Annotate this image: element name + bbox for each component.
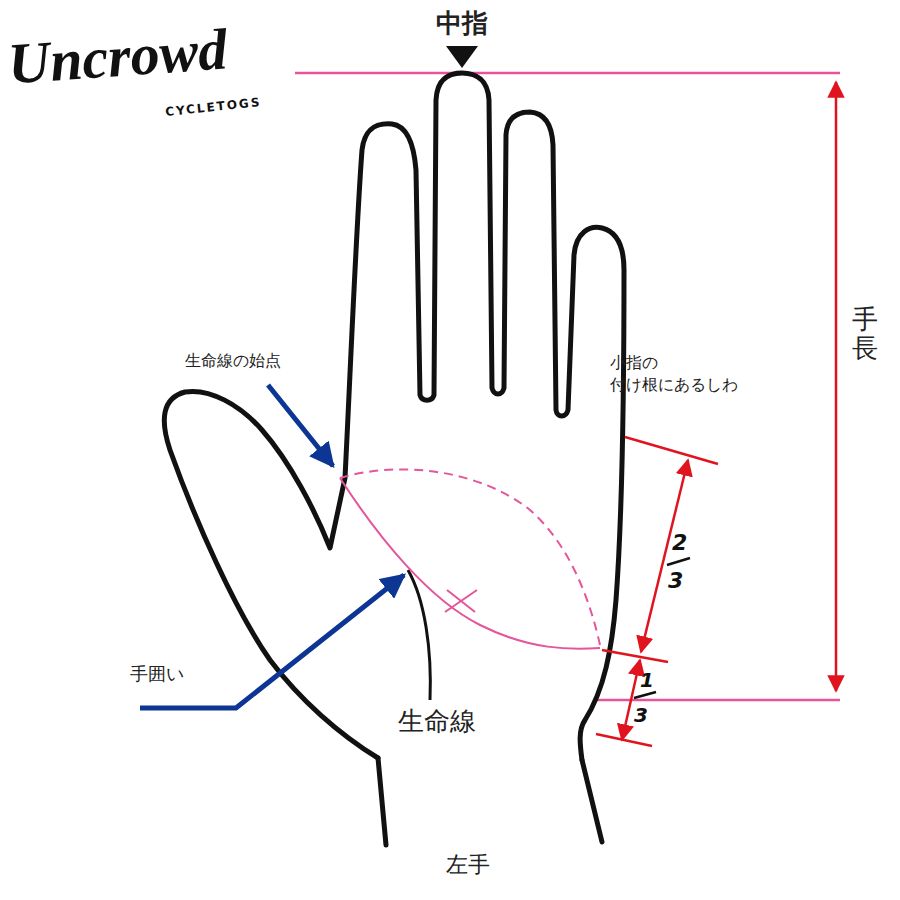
two-thirds-arrow <box>641 460 688 652</box>
crease-line <box>596 699 840 702</box>
hand-length-label: 手長 <box>852 305 878 362</box>
hand-outline <box>164 73 624 760</box>
pink-dashed-arc <box>340 469 600 645</box>
part-label: 生命線 <box>398 706 476 737</box>
callout-label: 手囲い <box>130 663 184 685</box>
fraction-bar <box>667 558 690 565</box>
pink-curve <box>340 478 600 649</box>
brand-subtitle: CYCLETOGS <box>165 95 263 119</box>
hand-length-arrow <box>835 82 838 691</box>
top-line <box>295 72 840 75</box>
fraction-number: 1 <box>640 668 654 692</box>
fraction-number: 3 <box>668 568 683 594</box>
leader-arrow <box>140 575 404 708</box>
tick-mid <box>602 650 668 662</box>
finger-label: 中指 <box>436 8 488 39</box>
fraction-bar <box>634 692 656 698</box>
life-line <box>408 570 430 700</box>
pointer-triangle <box>446 46 478 68</box>
one-third-arrow <box>622 660 640 740</box>
callout-label: 生命線の始点 <box>185 351 281 370</box>
cross-mark <box>445 590 477 612</box>
caption-label: 左手 <box>446 852 490 878</box>
callout-label: 小指の 付け根にあるしわ <box>610 352 750 395</box>
wrist-right <box>582 760 602 842</box>
fraction-number: 2 <box>672 530 687 556</box>
fraction-number: 3 <box>634 703 648 727</box>
brand-logo: Uncrowd <box>6 14 229 99</box>
leader-arrow <box>268 385 333 466</box>
tick-top <box>625 437 718 464</box>
wrist-left <box>378 758 386 845</box>
